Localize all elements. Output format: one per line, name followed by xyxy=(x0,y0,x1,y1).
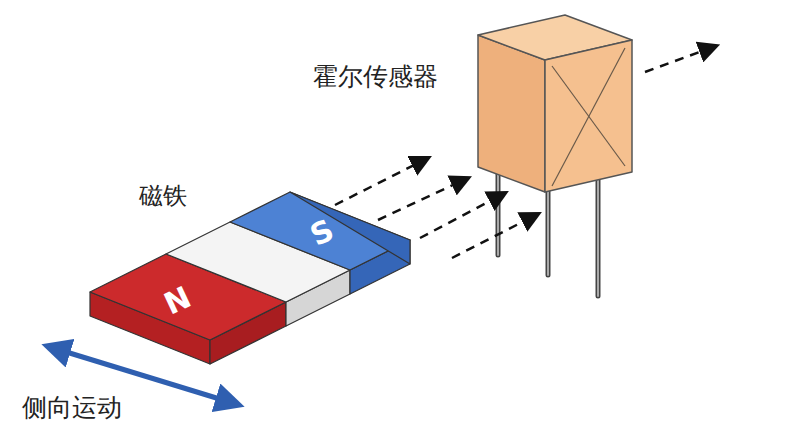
sensor-pin xyxy=(546,190,551,275)
sensor-pin xyxy=(496,170,501,255)
magnet-label: 磁铁 xyxy=(139,183,187,209)
magnet-illustration xyxy=(90,192,410,364)
hall-sensor-illustration xyxy=(478,15,632,296)
sensor-label: 霍尔传感器 xyxy=(313,63,438,91)
motion-label: 侧向运动 xyxy=(22,394,122,422)
sensor-pin xyxy=(596,178,601,296)
